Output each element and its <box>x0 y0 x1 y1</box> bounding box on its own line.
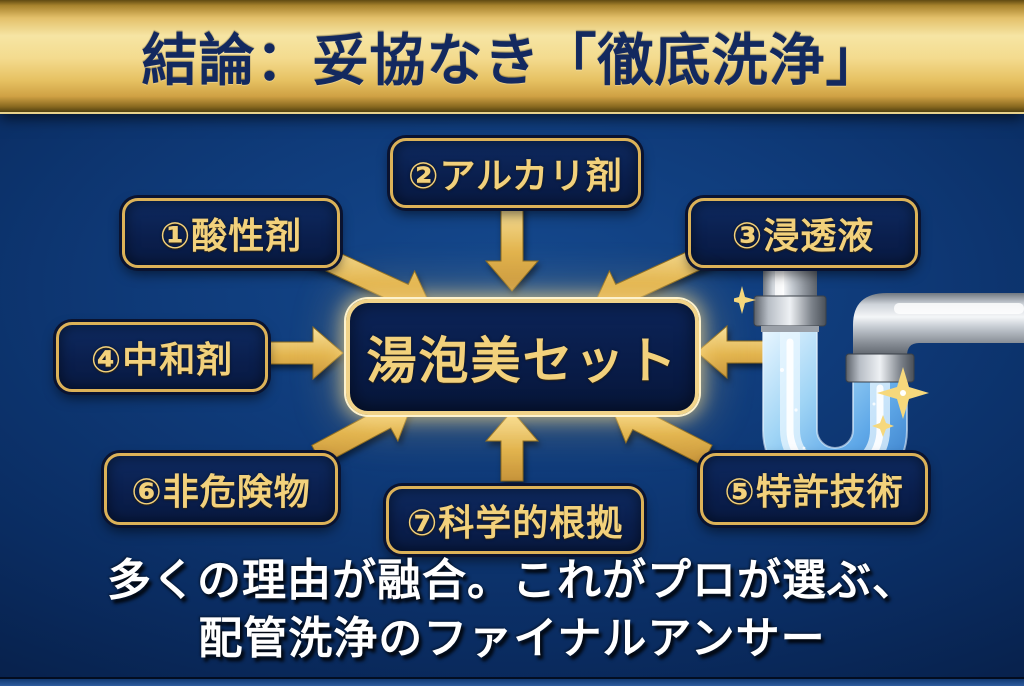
arrow-from-factor-2 <box>484 202 540 292</box>
factor-label: ②アルカリ剤 <box>407 155 624 196</box>
pipe-highlight <box>894 303 1024 314</box>
page-title: 結論：妥協なき「徹底洗浄」 <box>141 28 883 92</box>
arrow-from-factor-4 <box>265 325 344 381</box>
factor-box-4-neutralizer: ④中和剤 <box>56 322 268 392</box>
arrow-from-factor-7 <box>484 410 540 482</box>
factor-box-3-penetrating-liquid: ③浸透液 <box>688 198 918 268</box>
factor-box-1-acid-agent: ①酸性剤 <box>122 198 340 268</box>
pipe-horizontal-run <box>853 293 1024 356</box>
factor-label: ⑦科学的根拠 <box>406 502 624 543</box>
pipe-coupling-nut <box>845 353 915 383</box>
factor-box-5-patented-technology: ⑤特許技術 <box>700 453 928 525</box>
title-banner: 結論：妥協なき「徹底洗浄」 <box>0 0 1024 112</box>
pipe-coupling-collar <box>761 326 819 332</box>
factor-box-7-scientific-basis: ⑦科学的根拠 <box>386 486 644 554</box>
factor-label: ⑤特許技術 <box>724 471 904 512</box>
pipe-coupling-nut <box>753 295 827 327</box>
factor-label: ④中和剤 <box>90 339 234 380</box>
bottom-edge-strip <box>0 679 1024 686</box>
footer-text: 多くの理由が融合。これがプロが選ぶ、 配管洗浄のファイナルアンサー <box>0 552 1024 668</box>
factor-box-2-alkaline-agent: ②アルカリ剤 <box>390 138 641 208</box>
factor-label: ③浸透液 <box>731 215 875 256</box>
factor-label: ①酸性剤 <box>159 215 303 256</box>
center-product-box: 湯泡美セット <box>346 299 699 415</box>
sparkle-core <box>900 390 906 396</box>
footer-line-1: 多くの理由が融合。これがプロが選ぶ、 <box>107 556 917 605</box>
factor-box-6-non-hazardous: ⑥非危険物 <box>104 453 338 525</box>
factor-label: ⑥非危険物 <box>131 471 311 512</box>
center-product-label: 湯泡美セット <box>366 333 679 389</box>
footer-line-2: 配管洗浄のファイナルアンサー <box>198 614 826 664</box>
